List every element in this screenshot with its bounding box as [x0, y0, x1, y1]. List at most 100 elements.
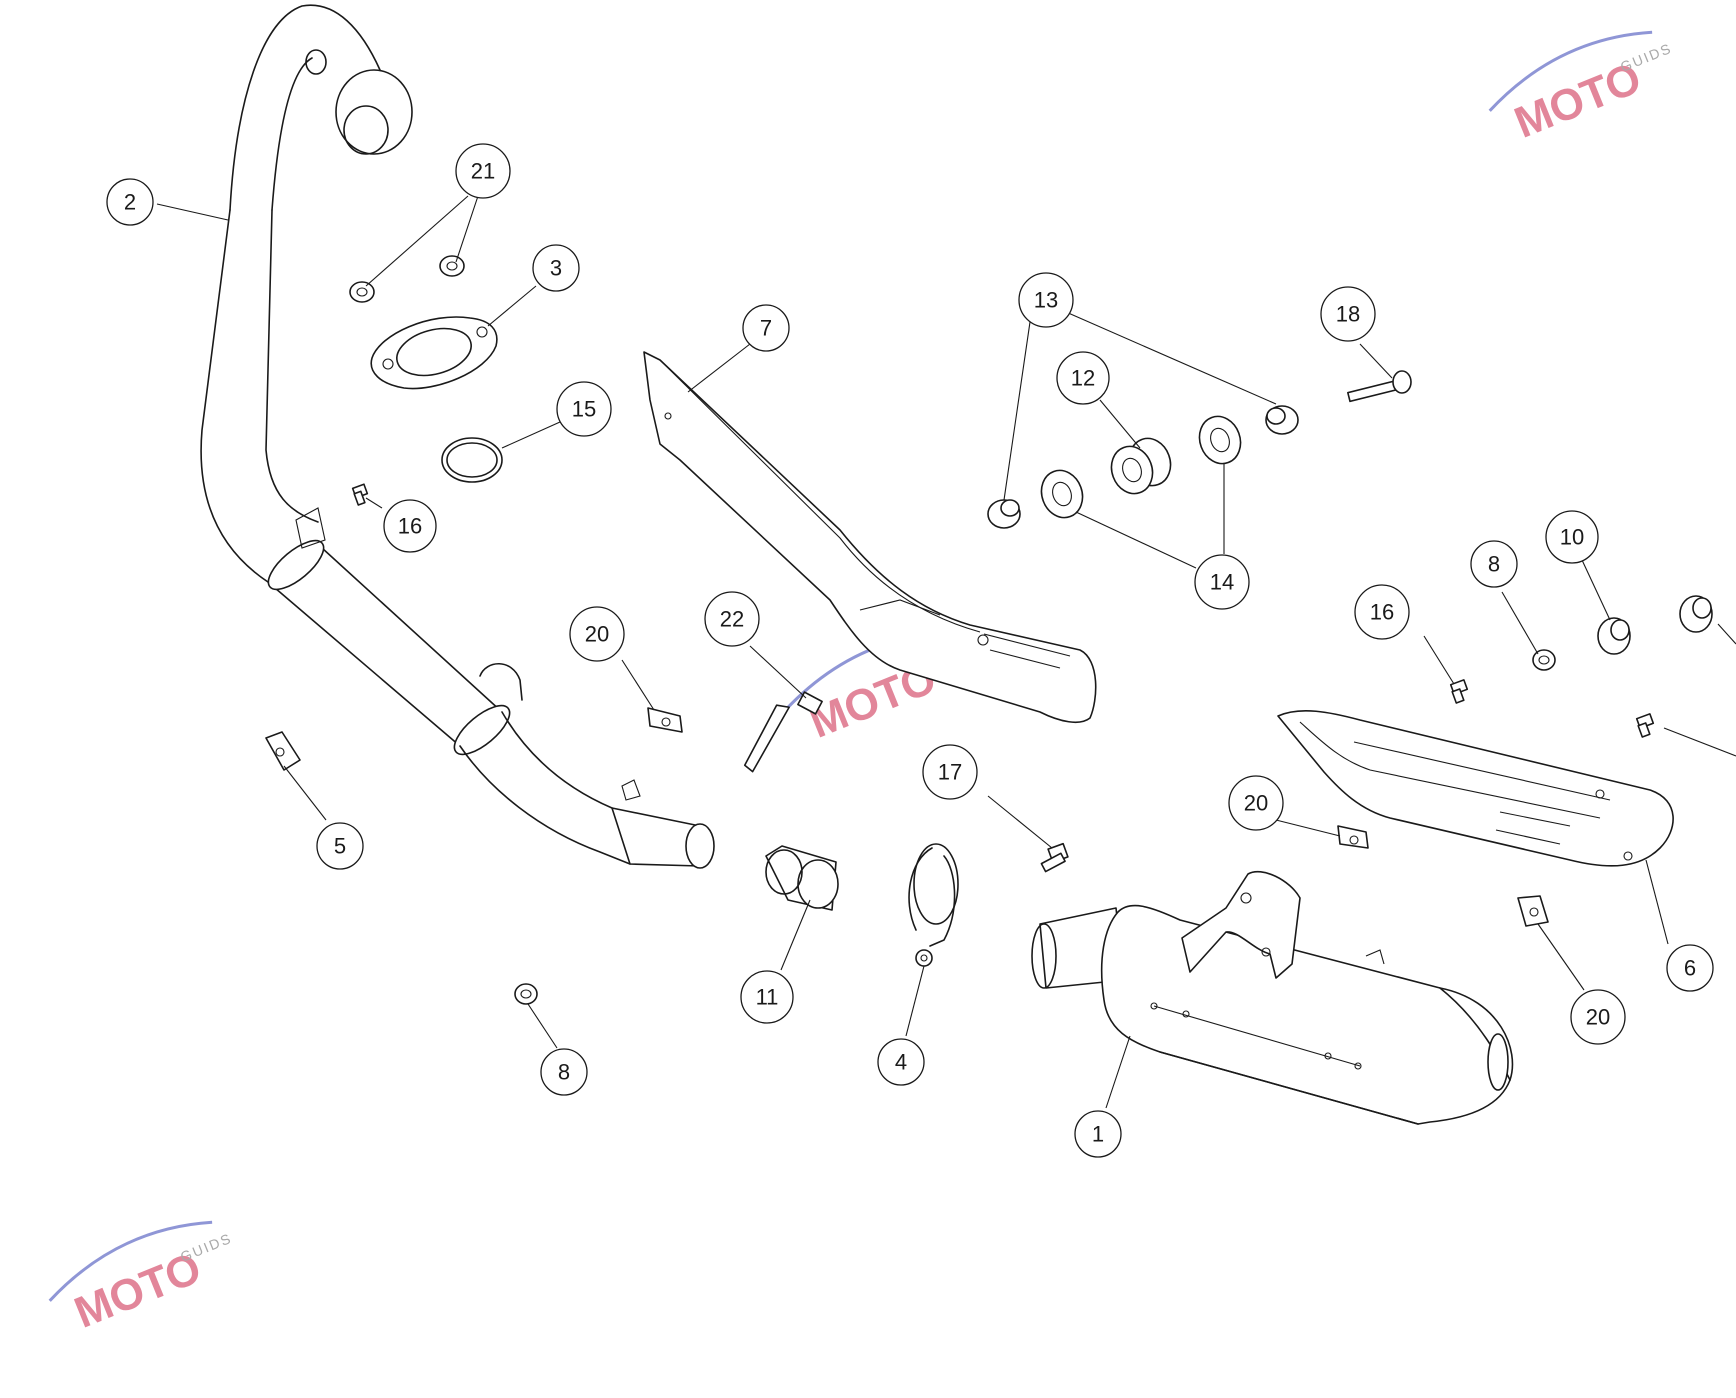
callout-6: 6 [1666, 944, 1714, 992]
part-4-clamp [908, 843, 959, 967]
callout-7: 7 [742, 304, 790, 352]
leader-16a [365, 497, 383, 509]
callout-label: 11 [756, 985, 779, 1010]
callout-17: 17 [922, 744, 978, 800]
part-21-nuts [349, 255, 465, 303]
part-16-bolt-left [351, 483, 369, 506]
watermark-top-right: MOTO GUIDS [1488, 30, 1674, 148]
leader-4 [905, 965, 925, 1037]
callout-11: 11 [740, 970, 794, 1024]
callout-label: 16 [398, 514, 422, 539]
leader-13b [1065, 311, 1277, 405]
part-10-grommet [1597, 617, 1631, 655]
part-18-bolt [1347, 370, 1412, 403]
callout-12: 12 [1056, 351, 1110, 405]
callout-20c: 20 [1570, 989, 1626, 1045]
part-22-long-bolt [743, 691, 823, 773]
leader-15 [501, 421, 561, 449]
callout-20b: 20 [1228, 775, 1284, 831]
leader-2 [156, 203, 229, 221]
leader-5 [283, 765, 327, 821]
part-6-heat-shield [1277, 709, 1674, 867]
watermark-bottom-left: MOTO GUIDS [48, 1220, 234, 1338]
callout-16a: 16 [383, 499, 437, 553]
watermark-logo-subtext: GUIDS [1618, 40, 1674, 75]
callout-label: 20 [1586, 1005, 1610, 1030]
leader-10 [1581, 559, 1611, 621]
callout-label: 6 [1684, 956, 1696, 981]
callout-3: 3 [532, 244, 580, 292]
part-14-washer-right [1198, 415, 1242, 465]
callout-label: 18 [1336, 302, 1360, 327]
part-5-clip-nut [265, 731, 301, 771]
part-17-bolt [1040, 842, 1069, 873]
part-20-clip-nut-c [1517, 895, 1549, 927]
part-7-heat-shield [643, 351, 1097, 724]
callout-8b: 8 [1470, 540, 1518, 588]
callout-label: 12 [1071, 366, 1095, 391]
callout-label: 15 [572, 397, 596, 422]
callout-label: 14 [1210, 570, 1234, 595]
part-3-flange [370, 316, 498, 390]
leader-21a [365, 195, 469, 287]
part-13-grommet-left [987, 499, 1021, 529]
callout-8a: 8 [540, 1048, 588, 1096]
part-1-silencer [1031, 870, 1514, 1125]
part-grommet-far-right [1679, 595, 1713, 633]
callout-label: 1 [1092, 1122, 1104, 1147]
callout-label: 8 [1488, 552, 1500, 577]
callout-label: 4 [895, 1050, 907, 1075]
leader-3 [487, 285, 537, 327]
leader-far-right-b [1663, 727, 1736, 757]
callout-label: 20 [1244, 791, 1268, 816]
leader-20c [1537, 923, 1585, 991]
callout-14: 14 [1194, 554, 1250, 610]
callout-label: 20 [585, 622, 609, 647]
callout-21: 21 [455, 143, 511, 199]
leader-17 [987, 795, 1053, 849]
leader-7 [687, 343, 751, 393]
part-bolt-far-right [1635, 713, 1655, 738]
leader-22 [749, 645, 807, 699]
callout-16b: 16 [1354, 584, 1410, 640]
leader-14a [1075, 511, 1197, 569]
part-13-grommet-right [1265, 405, 1299, 435]
callout-2: 2 [106, 178, 154, 226]
callout-5: 5 [316, 822, 364, 870]
part-20-clip-nut-a [647, 707, 683, 733]
callout-18: 18 [1320, 286, 1376, 342]
leader-18 [1359, 343, 1393, 379]
part-8-nut-left [514, 983, 538, 1005]
leader-8b [1501, 591, 1539, 655]
watermark-logo-subtext: GUIDS [178, 1230, 234, 1265]
callout-20a: 20 [569, 606, 625, 662]
part-14-washer-left [1040, 469, 1084, 519]
callout-label: 21 [471, 159, 495, 184]
callout-22: 22 [704, 591, 760, 647]
leader-13a [1003, 321, 1031, 501]
leader-21b [455, 195, 479, 263]
callout-label: 5 [334, 834, 346, 859]
leader-11 [780, 899, 811, 971]
callout-label: 17 [938, 760, 962, 785]
part-11-sleeve [765, 845, 839, 911]
part-8-nut-right [1532, 649, 1556, 671]
leader-16b [1423, 635, 1455, 685]
callout-label: 13 [1034, 288, 1058, 313]
callout-label: 16 [1370, 600, 1394, 625]
leader-20b [1275, 819, 1341, 837]
leader-lines [156, 195, 1736, 1109]
leader-12 [1099, 399, 1141, 449]
callout-15: 15 [556, 381, 612, 437]
leader-6 [1645, 859, 1669, 945]
leader-20a [621, 659, 655, 711]
callout-label: 10 [1560, 525, 1584, 550]
leader-8a [527, 1003, 558, 1049]
callout-10: 10 [1545, 510, 1599, 564]
part-12-spacer [1110, 437, 1172, 495]
part-15-o-ring [441, 437, 503, 483]
leader-far-right-a [1717, 623, 1736, 645]
callout-4: 4 [877, 1038, 925, 1086]
part-header-pipe [200, 4, 715, 869]
